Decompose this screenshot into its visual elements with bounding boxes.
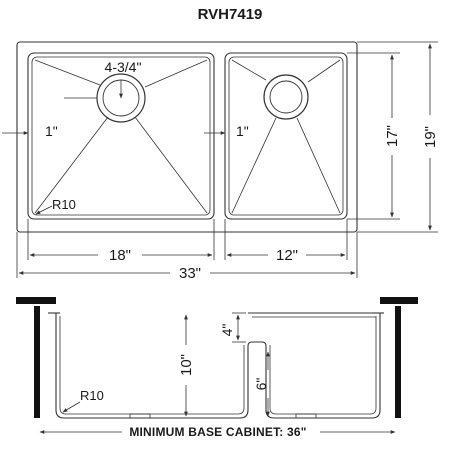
top-view: 4-3/4" 1" R10 1" (2, 41, 439, 282)
overall-width-label: 33" (179, 265, 201, 282)
left-drain-section (129, 413, 151, 419)
right-bowl-width-label: 12" (276, 247, 298, 264)
drain-diameter-label: 4-3/4" (105, 59, 142, 75)
left-bowl-slope-lines (34, 59, 208, 214)
left-bowl-width-label: 18" (109, 247, 131, 264)
model-title: RVH7419 (198, 6, 263, 23)
right-offset-label: 1" (236, 123, 249, 139)
right-drain-outer (263, 74, 309, 120)
right-bowl-inner-outline (228, 56, 344, 216)
left-bowl-profile (55, 313, 381, 419)
section-corner-radius-label: R10 (80, 388, 104, 403)
right-countertop (380, 297, 418, 304)
right-bowl-outline (224, 52, 348, 220)
left-bowl-depth-label: 10" (178, 354, 195, 376)
left-offset-label: 1" (45, 123, 58, 139)
divider-gap-label: 4" (219, 324, 235, 337)
right-drain-section (295, 413, 317, 419)
right-bowl-slope-lines (231, 59, 341, 214)
right-cabinet-wall (395, 306, 401, 418)
sink-outer-rim (16, 41, 358, 233)
top-corner-radius-label: R10 (52, 197, 76, 212)
left-bowl-inner-outline (31, 56, 211, 216)
left-bowl-outline (27, 52, 215, 220)
right-drain-inner (269, 80, 303, 114)
left-countertop (16, 297, 56, 304)
overall-depth-label: 19" (422, 126, 439, 148)
minimum-base-cabinet-label: MINIMUM BASE CABINET: 36" (129, 425, 306, 439)
left-cabinet-wall (34, 306, 40, 418)
section-view: 10" 4" 6" R10 MINIMUM BASE CABINET: 36" (16, 297, 418, 439)
right-bowl-depth-label: 6" (253, 378, 269, 391)
inner-depth-label: 17" (384, 125, 401, 147)
